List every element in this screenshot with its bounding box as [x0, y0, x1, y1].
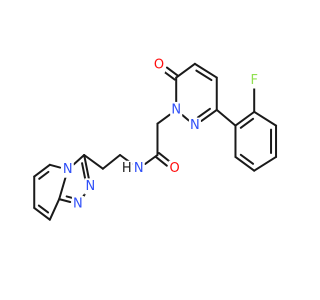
- bond: [72, 154, 86, 166]
- bond: [154, 155, 168, 167]
- n_tri2-label: N: [73, 197, 83, 212]
- o_ring-label: O: [154, 57, 164, 72]
- bond: [38, 170, 50, 180]
- bond: [37, 204, 50, 214]
- n1_ring-label: N: [171, 102, 181, 117]
- bond: [58, 198, 72, 203]
- bond: [234, 155, 256, 172]
- label-bg: [132, 160, 145, 177]
- label-bg: [61, 161, 74, 178]
- bond: [215, 108, 237, 127]
- label-bg: [153, 56, 166, 73]
- bond: [162, 70, 176, 81]
- n_tri1-label: N: [86, 179, 96, 194]
- bond: [165, 66, 179, 77]
- bond: [33, 206, 51, 221]
- bond: [200, 108, 218, 122]
- bond: [83, 154, 104, 170]
- h_amide-label: H: [122, 161, 132, 176]
- bond: [181, 114, 190, 122]
- bond: [156, 113, 171, 125]
- fluoro-label: F: [250, 73, 257, 88]
- label-bg: [188, 117, 201, 134]
- bond: [195, 69, 213, 82]
- bond: [175, 62, 196, 79]
- bond: [101, 154, 122, 170]
- bond: [253, 155, 278, 172]
- bond: [239, 117, 255, 129]
- label-bg: [84, 178, 97, 195]
- label-bg: [168, 160, 181, 177]
- n_bridge-label: N: [63, 162, 73, 177]
- bond: [33, 163, 51, 178]
- bond: [196, 107, 211, 119]
- bond: [253, 110, 278, 127]
- label-bg: [120, 160, 133, 177]
- bond: [158, 152, 171, 163]
- bond: [83, 154, 90, 180]
- bond: [239, 153, 255, 165]
- bond: [48, 198, 61, 221]
- bond: [193, 62, 218, 79]
- label-bg: [170, 101, 183, 118]
- label-bg: [248, 72, 261, 89]
- bond: [144, 154, 159, 165]
- label-bg: [71, 196, 84, 212]
- n2_ring-label: N: [190, 118, 200, 133]
- bond: [48, 163, 62, 169]
- bond: [234, 110, 256, 127]
- o_amide-label: O: [170, 161, 180, 176]
- bond: [58, 176, 67, 201]
- nh_amide-label: N: [134, 161, 144, 176]
